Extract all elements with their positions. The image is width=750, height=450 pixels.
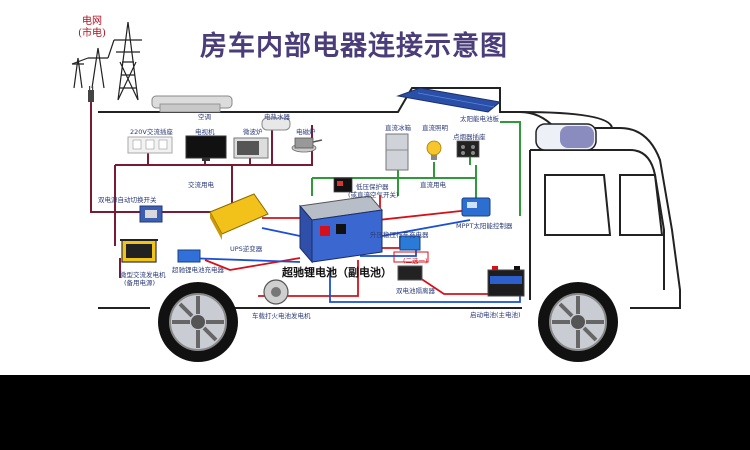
label-generator: 微型交流发电机 <box>120 271 166 279</box>
label-air-conditioner: 空调 <box>198 113 211 121</box>
label-two-in-one: (二选一) <box>403 257 428 265</box>
lithium-battery-icon <box>300 196 382 262</box>
microwave-icon <box>234 138 268 158</box>
air-conditioner-icon <box>152 96 232 112</box>
inverter-icon <box>210 194 268 240</box>
label-water-heater: 电热水器 <box>264 113 290 121</box>
diagram-canvas: 房车内部电器连接示意图 电网 (市电) 空调 电热水器 220V交流插座 电视机… <box>0 0 750 375</box>
label-lithium-battery: 超驰锂电池（副电池） <box>282 264 392 280</box>
label-tv: 电视机 <box>195 128 215 136</box>
label-dc-socket: 点烟器插座 <box>453 133 486 141</box>
generator-icon <box>120 240 158 262</box>
label-generator-note: (备用电源) <box>124 279 155 287</box>
label-mppt-controller: MPPT太阳能控制器 <box>456 222 512 230</box>
page-title: 房车内部电器连接示意图 <box>200 24 620 63</box>
tv-icon <box>186 136 226 161</box>
label-socket-220v: 220V交流插座 <box>130 128 173 136</box>
alternator-icon <box>264 280 288 304</box>
label-induction-cooker: 电磁炉 <box>296 128 316 136</box>
induction-cooker-icon <box>292 138 322 152</box>
bottom-black-band <box>0 375 750 450</box>
label-ac-power: 交流用电 <box>188 181 214 189</box>
wheel-icon <box>158 282 238 362</box>
socket-icon <box>128 137 172 153</box>
label-dc-fridge: 直流冰箱 <box>385 124 411 132</box>
cab-window-shade <box>560 126 594 148</box>
label-auto-switch: 双电源自动切换开关 <box>98 196 157 204</box>
wheel-icon <box>538 282 618 362</box>
solar-panel-icon <box>398 88 500 112</box>
label-microwave: 微波炉 <box>243 128 263 136</box>
charger-icon <box>178 250 200 262</box>
label-main-battery: 启动电池(主电池) <box>470 311 521 319</box>
label-dual-isolator: 双电池隔离器 <box>396 287 435 295</box>
cigarette-socket-icon <box>457 141 479 157</box>
label-alternator: 车载打火电池发电机 <box>252 312 311 320</box>
label-booster-charger: 升压稳压行车充电器 <box>370 231 429 239</box>
label-ups-inverter: UPS逆变器 <box>230 245 262 253</box>
label-dc-power: 直流用电 <box>420 181 446 189</box>
grid-label: 电网 (市电) <box>72 16 112 40</box>
car-battery-icon <box>488 266 524 296</box>
label-air-switch: (或直流空气开关) <box>348 191 399 199</box>
transfer-switch-icon <box>140 206 162 222</box>
plug-icon <box>88 86 94 102</box>
label-charger: 超驰锂电池充电器 <box>172 266 224 274</box>
label-solar-panel: 太阳能电池板 <box>460 115 499 123</box>
label-dc-lighting: 直流照明 <box>422 124 448 132</box>
bulb-icon <box>427 141 441 160</box>
fridge-icon <box>386 134 408 170</box>
protector-icon <box>334 178 352 192</box>
mppt-icon <box>462 198 490 216</box>
label-low-voltage-protector: 低压保护器 <box>356 183 389 191</box>
